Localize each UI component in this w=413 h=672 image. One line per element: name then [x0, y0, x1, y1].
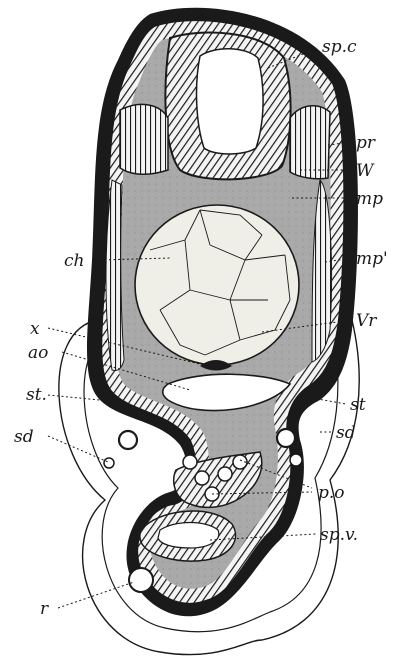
label-p-o: p.o — [318, 483, 345, 503]
primitive-ovum-3 — [218, 467, 232, 481]
label-sp-c: sp.c — [322, 37, 357, 57]
segmental-duct-left — [104, 458, 114, 468]
label-st-right: st — [350, 395, 366, 415]
primitive-ovum-1 — [183, 455, 197, 469]
vesicle-r — [129, 568, 153, 592]
label-sd-right: sd — [336, 423, 356, 443]
muscle-plate-right — [290, 106, 330, 179]
label-mp-prime: mp' — [356, 249, 388, 269]
label-ao: ao — [28, 343, 48, 363]
label-x: x — [30, 319, 40, 339]
primitive-ovum-2 — [195, 471, 209, 485]
spiral-valve-lumen — [158, 523, 219, 549]
neural-canal — [197, 49, 264, 154]
label-pr: pr — [356, 133, 376, 153]
label-mp: mp — [356, 189, 383, 209]
muscle-plate-left — [120, 104, 168, 174]
label-st-left: st. — [26, 385, 47, 405]
label-vr: Vr — [356, 311, 377, 331]
label-r: r — [40, 599, 49, 619]
label-ch: ch — [64, 251, 84, 271]
label-w: W — [356, 161, 375, 181]
notochord — [135, 205, 299, 365]
segmental-tube-left — [119, 431, 137, 449]
label-sp-v: sp.v. — [320, 525, 358, 545]
segmental-duct-right — [290, 454, 302, 466]
segmental-tube-right — [277, 429, 295, 447]
label-sd-left: sd — [14, 427, 34, 447]
